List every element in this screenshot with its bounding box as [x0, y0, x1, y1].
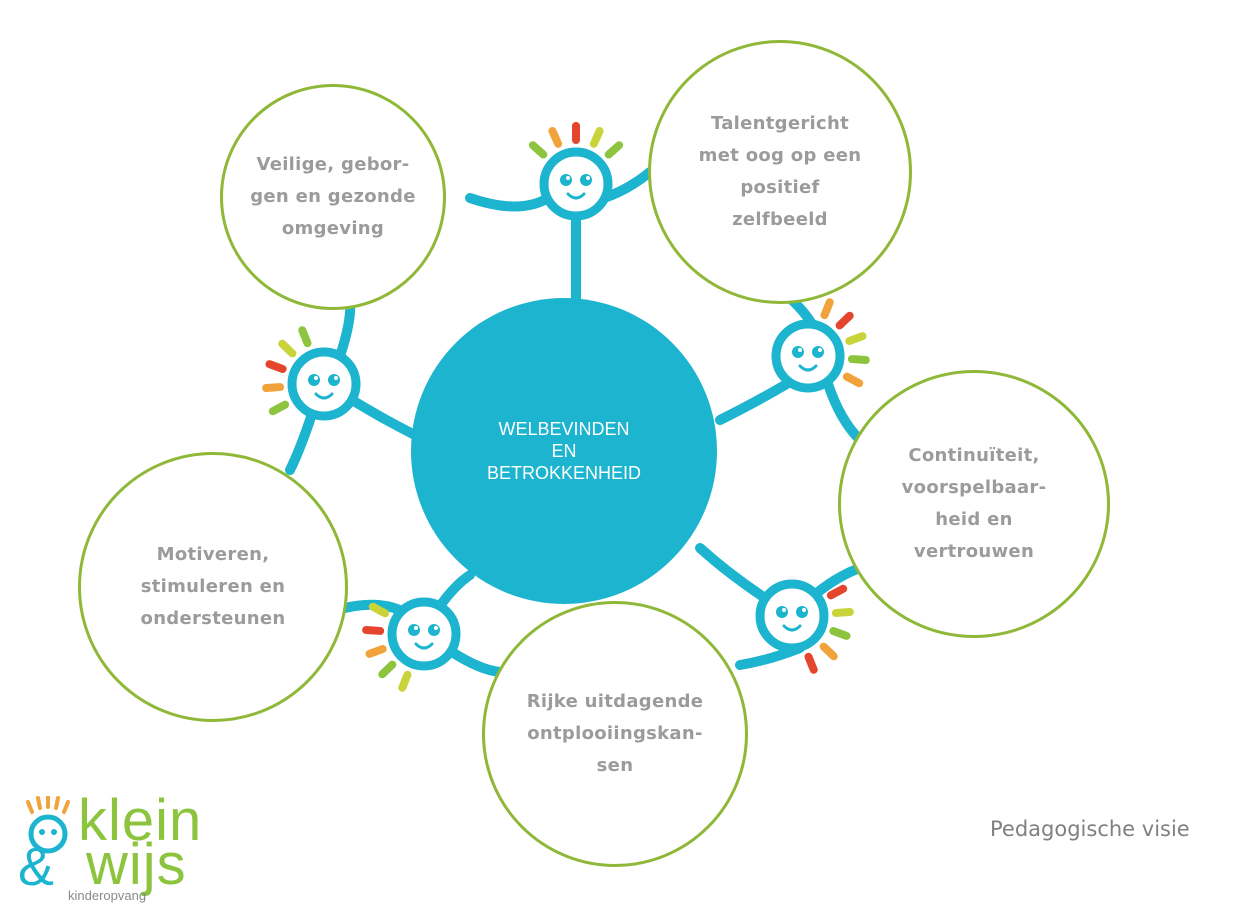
figure-top-eye-left: [560, 174, 572, 186]
klein-en-wijs-logo: klein & wijs kinderopvang: [14, 786, 244, 906]
figure-top-hair-3: [589, 127, 604, 148]
figure-bottom-left-eye-left-shine: [414, 626, 418, 630]
figure-bottom-left-eye-left: [408, 624, 420, 636]
node-left-label: Motiveren, stimuleren en ondersteunen: [140, 544, 286, 629]
figure-left-hair-3: [278, 339, 297, 358]
figure-upper-right-head: [771, 319, 845, 393]
figure-bottom-left-head: [387, 597, 461, 671]
figure-lower-right-hair-1: [831, 607, 854, 617]
figure-top-smile: [566, 192, 586, 200]
figure-bottom-left-smile: [414, 642, 434, 650]
figure-upper-right-hair-2: [845, 332, 867, 345]
figure-left-hair-0: [268, 400, 290, 416]
figure-lower-right-hair-3: [819, 642, 838, 661]
figure-upper-right-eye-left: [792, 346, 804, 358]
logo-word-klein: klein: [78, 788, 203, 853]
figure-left-head: [287, 347, 361, 421]
figure-lower-right-eye-right: [796, 606, 808, 618]
figure-left-smile: [314, 392, 334, 400]
figure-bottom-left-hair-4: [368, 602, 390, 618]
figure-top-hair-0: [528, 141, 548, 159]
figure-left-eye-right: [328, 374, 340, 386]
figure-bottom-left-hair-2: [365, 645, 387, 658]
figure-upper-right-arm-0: [715, 377, 795, 425]
figure-upper-right-eye-right: [812, 346, 824, 358]
figure-lower-right-head: [755, 579, 829, 653]
figure-upper-right-eye-left-shine: [798, 348, 802, 352]
figure-left-hair-1: [262, 383, 285, 393]
node-top-left: Veilige, gebor- gen en gezonde omgeving: [220, 84, 446, 310]
figure-left-eye-left: [308, 374, 320, 386]
figure-bottom-left-eye-right: [428, 624, 440, 636]
node-top-right-label: Talentgericht met oog op een positief ze…: [698, 113, 862, 230]
figure-lower-right-eye-right-shine: [802, 608, 806, 612]
figure-top-eye-right-shine: [586, 176, 590, 180]
logo-word-wijs: wijs: [86, 832, 187, 897]
figures-layer: [262, 122, 870, 692]
node-bottom-label: Rijke uitdagende ontplooiingskan- sen: [526, 691, 704, 776]
logo-subtitle: kinderopvang: [68, 888, 147, 903]
figure-left-eye-left-shine: [314, 376, 318, 380]
figure-upper-right-arm-2: [823, 379, 865, 445]
figure-upper-right-hair-0: [820, 298, 834, 320]
figure-lower-right-hair-0: [826, 584, 848, 600]
figure-lower-right-arm-0: [695, 543, 773, 605]
center-circle: WELBEVINDEN EN BETROKKENHEID: [411, 298, 717, 604]
figure-bottom-left-eye-right-shine: [434, 626, 438, 630]
figure-top-eye-left-shine: [566, 176, 570, 180]
center-label: WELBEVINDEN EN BETROKKENHEID: [486, 419, 642, 483]
figure-upper-right-smile: [798, 364, 818, 372]
figure-upper-right-hair-4: [842, 372, 864, 388]
node-left: Motiveren, stimuleren en ondersteunen: [78, 452, 348, 722]
figure-lower-right-eye-left: [776, 606, 788, 618]
node-right-label: Continuïteit, voorspelbaar- heid en vert…: [901, 445, 1047, 562]
page-caption: Pedagogische visie: [990, 817, 1190, 841]
figure-lower-right-hair-4: [804, 652, 818, 674]
figure-left-eye-right-shine: [334, 376, 338, 380]
figure-left-arm-0: [347, 395, 420, 440]
figure-top-eye-right: [580, 174, 592, 186]
figure-left-hair-4: [298, 326, 312, 348]
figure-top-hair-1: [548, 127, 563, 148]
node-bottom: Rijke uitdagende ontplooiingskan- sen: [482, 601, 748, 867]
figure-top-arm-1: [465, 193, 553, 212]
node-right: Continuïteit, voorspelbaar- heid en vert…: [838, 370, 1110, 638]
figure-lower-right-eye-left-shine: [782, 608, 786, 612]
figure-bottom-left-hair-1: [378, 660, 397, 679]
logo-child-icon: [26, 796, 70, 854]
figure-bottom-left-hair-0: [398, 670, 412, 692]
figure-left-arm-1: [285, 409, 317, 475]
figure-top-head: [539, 147, 613, 221]
figure-upper-right-eye-right-shine: [818, 348, 822, 352]
node-top-left-label: Veilige, gebor- gen en gezonde omgeving: [250, 154, 416, 239]
figure-lower-right-smile: [782, 624, 802, 632]
node-top-right: Talentgericht met oog op een positief ze…: [648, 40, 912, 304]
figure-upper-right-hair-3: [847, 355, 870, 365]
logo-hair: [26, 796, 70, 814]
figure-upper-right-hair-1: [835, 311, 854, 330]
logo-ampersand: &: [18, 837, 56, 897]
figure-left-hair-2: [265, 360, 287, 373]
figure-bottom-left-arm-0: [435, 570, 475, 611]
figure-bottom-left-arm-2: [447, 647, 505, 677]
figure-top-hair-4: [604, 141, 624, 159]
figure-bottom-left-hair-3: [362, 625, 385, 635]
figure-lower-right-hair-2: [829, 627, 851, 640]
